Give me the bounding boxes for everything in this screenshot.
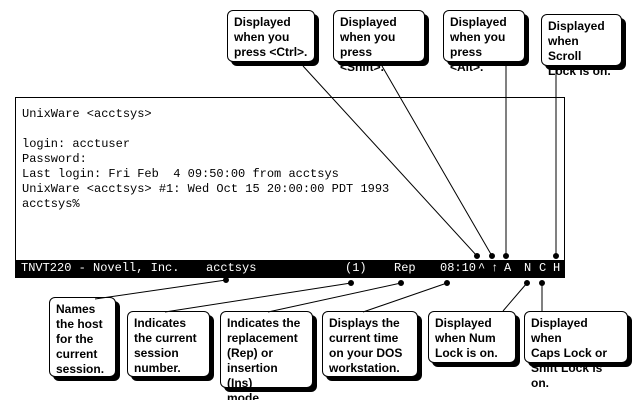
status-session-number: (1) bbox=[345, 261, 367, 275]
status-terminal-type: TNVT220 - Novell, Inc. bbox=[21, 261, 180, 275]
callout-scroll-lock: Displayed when Scroll Lock is on. bbox=[541, 14, 622, 78]
terminal-line: Last login: Fri Feb 4 09:50:00 from acct… bbox=[22, 167, 339, 181]
status-alt-indicator: A bbox=[504, 261, 512, 275]
callout-shift: Displayed when you press <Shift>. bbox=[333, 10, 425, 74]
leader-line-time bbox=[362, 282, 448, 313]
status-shift-indicator: ↑ bbox=[491, 261, 499, 275]
callout-caps-lock: Displayed when Caps Lock or Shift Lock i… bbox=[524, 311, 628, 390]
leader-line-host bbox=[94, 279, 227, 300]
leader-dot-session bbox=[348, 280, 354, 286]
leader-dot-num-lock bbox=[524, 280, 530, 286]
callout-ctrl: Displayed when you press <Ctrl>. bbox=[227, 10, 315, 62]
leader-line-ctrl bbox=[302, 65, 478, 257]
status-mode: Rep bbox=[394, 261, 416, 275]
leader-dot-time bbox=[444, 280, 450, 286]
callout-num-lock: Displayed when Num Lock is on. bbox=[428, 311, 516, 363]
terminal-line: UnixWare <acctsys> bbox=[22, 107, 152, 121]
leader-dot-shift bbox=[489, 253, 495, 259]
leader-dot-caps-lock bbox=[539, 280, 545, 286]
leader-dot-host bbox=[223, 277, 229, 283]
leader-dot-ctrl bbox=[474, 253, 480, 259]
status-caps-lock-indicator: C bbox=[539, 261, 547, 275]
status-num-lock-indicator: N bbox=[524, 261, 532, 275]
leader-line-num-lock bbox=[502, 282, 528, 312]
callout-mode: Indicates the replacement (Rep) or inser… bbox=[220, 311, 313, 400]
leader-dot-alt bbox=[503, 253, 509, 259]
status-ctrl-indicator: ^ bbox=[478, 261, 486, 275]
terminal-window: UnixWare <acctsys> login: acctuser Passw… bbox=[15, 97, 565, 278]
callout-session: Indicates the current session number. bbox=[127, 311, 210, 377]
callout-time: Displays the current time on your DOS wo… bbox=[322, 311, 418, 377]
callout-host: Names the host for the current session. bbox=[49, 297, 116, 377]
terminal-line: acctsys% bbox=[22, 197, 80, 211]
leader-line-mode bbox=[267, 282, 402, 313]
status-scroll-lock-indicator: H bbox=[553, 261, 561, 275]
terminal-line: Password: bbox=[22, 152, 87, 166]
leader-line-shift bbox=[381, 65, 493, 257]
leader-dot-scroll-lock bbox=[553, 253, 559, 259]
status-time: 08:10 bbox=[440, 261, 477, 275]
status-host: acctsys bbox=[206, 261, 257, 275]
leader-line-session bbox=[164, 282, 352, 313]
leader-dot-mode bbox=[398, 280, 404, 286]
callout-alt: Displayed when you press <Alt>. bbox=[443, 10, 525, 74]
terminal-line: UnixWare <acctsys> #1: Wed Oct 15 20:00:… bbox=[22, 182, 390, 196]
status-bar: TNVT220 - Novell, Inc. acctsys (1) Rep 0… bbox=[16, 260, 564, 277]
terminal-line: login: acctuser bbox=[22, 137, 131, 151]
